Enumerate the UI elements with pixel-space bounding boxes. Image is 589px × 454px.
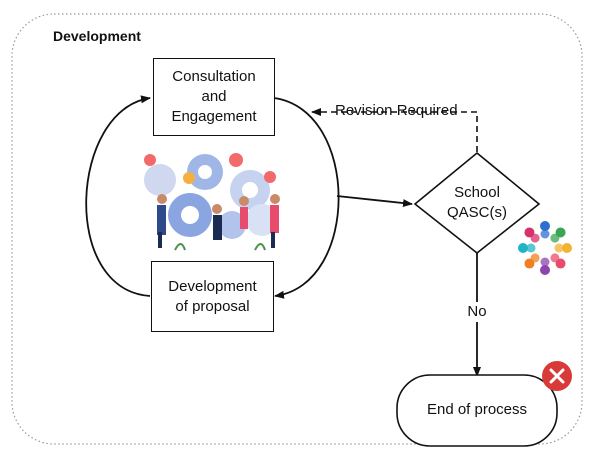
revision-arrow bbox=[311, 108, 478, 152]
development-frame bbox=[11, 13, 583, 445]
person-head bbox=[524, 227, 535, 238]
arrow-to-qasc bbox=[336, 195, 413, 208]
development-proposal-box: Development of proposal bbox=[151, 261, 274, 332]
revision-required-label: Revision Required bbox=[335, 102, 458, 119]
consultation-line-1: Consultation bbox=[172, 68, 256, 85]
consultation-line-2: and bbox=[201, 88, 227, 105]
person-body bbox=[526, 243, 536, 253]
person-head bbox=[555, 258, 566, 269]
consultation-engagement-box: Consultation and Engagement bbox=[153, 58, 275, 136]
close-icon bbox=[542, 361, 572, 391]
person-body bbox=[540, 229, 550, 239]
qasc-line-1: School bbox=[454, 184, 500, 201]
person-head bbox=[518, 243, 528, 253]
no-label: No bbox=[455, 302, 499, 322]
end-process-label: End of process bbox=[426, 401, 528, 418]
loop-arrow-up bbox=[85, 95, 151, 297]
person-head bbox=[562, 243, 572, 253]
loop-arrow-down bbox=[273, 97, 340, 299]
proposal-line-1: Development bbox=[168, 277, 257, 295]
people-circle-icon bbox=[518, 221, 572, 275]
person-head bbox=[555, 227, 566, 238]
qasc-line-2: QASC(s) bbox=[447, 204, 507, 221]
person-head bbox=[540, 221, 550, 231]
person-head bbox=[524, 258, 535, 269]
end-process-shape bbox=[396, 374, 558, 447]
team-illustration bbox=[144, 153, 280, 251]
qasc-diamond bbox=[413, 151, 541, 255]
frame-title: Development bbox=[53, 28, 141, 44]
qasc-label: School QASC(s) bbox=[432, 183, 522, 223]
person-head bbox=[540, 265, 550, 275]
person-body bbox=[540, 257, 550, 267]
person-body bbox=[554, 243, 564, 253]
proposal-line-2: of proposal bbox=[175, 297, 250, 315]
consultation-line-3: Engagement bbox=[171, 108, 257, 125]
